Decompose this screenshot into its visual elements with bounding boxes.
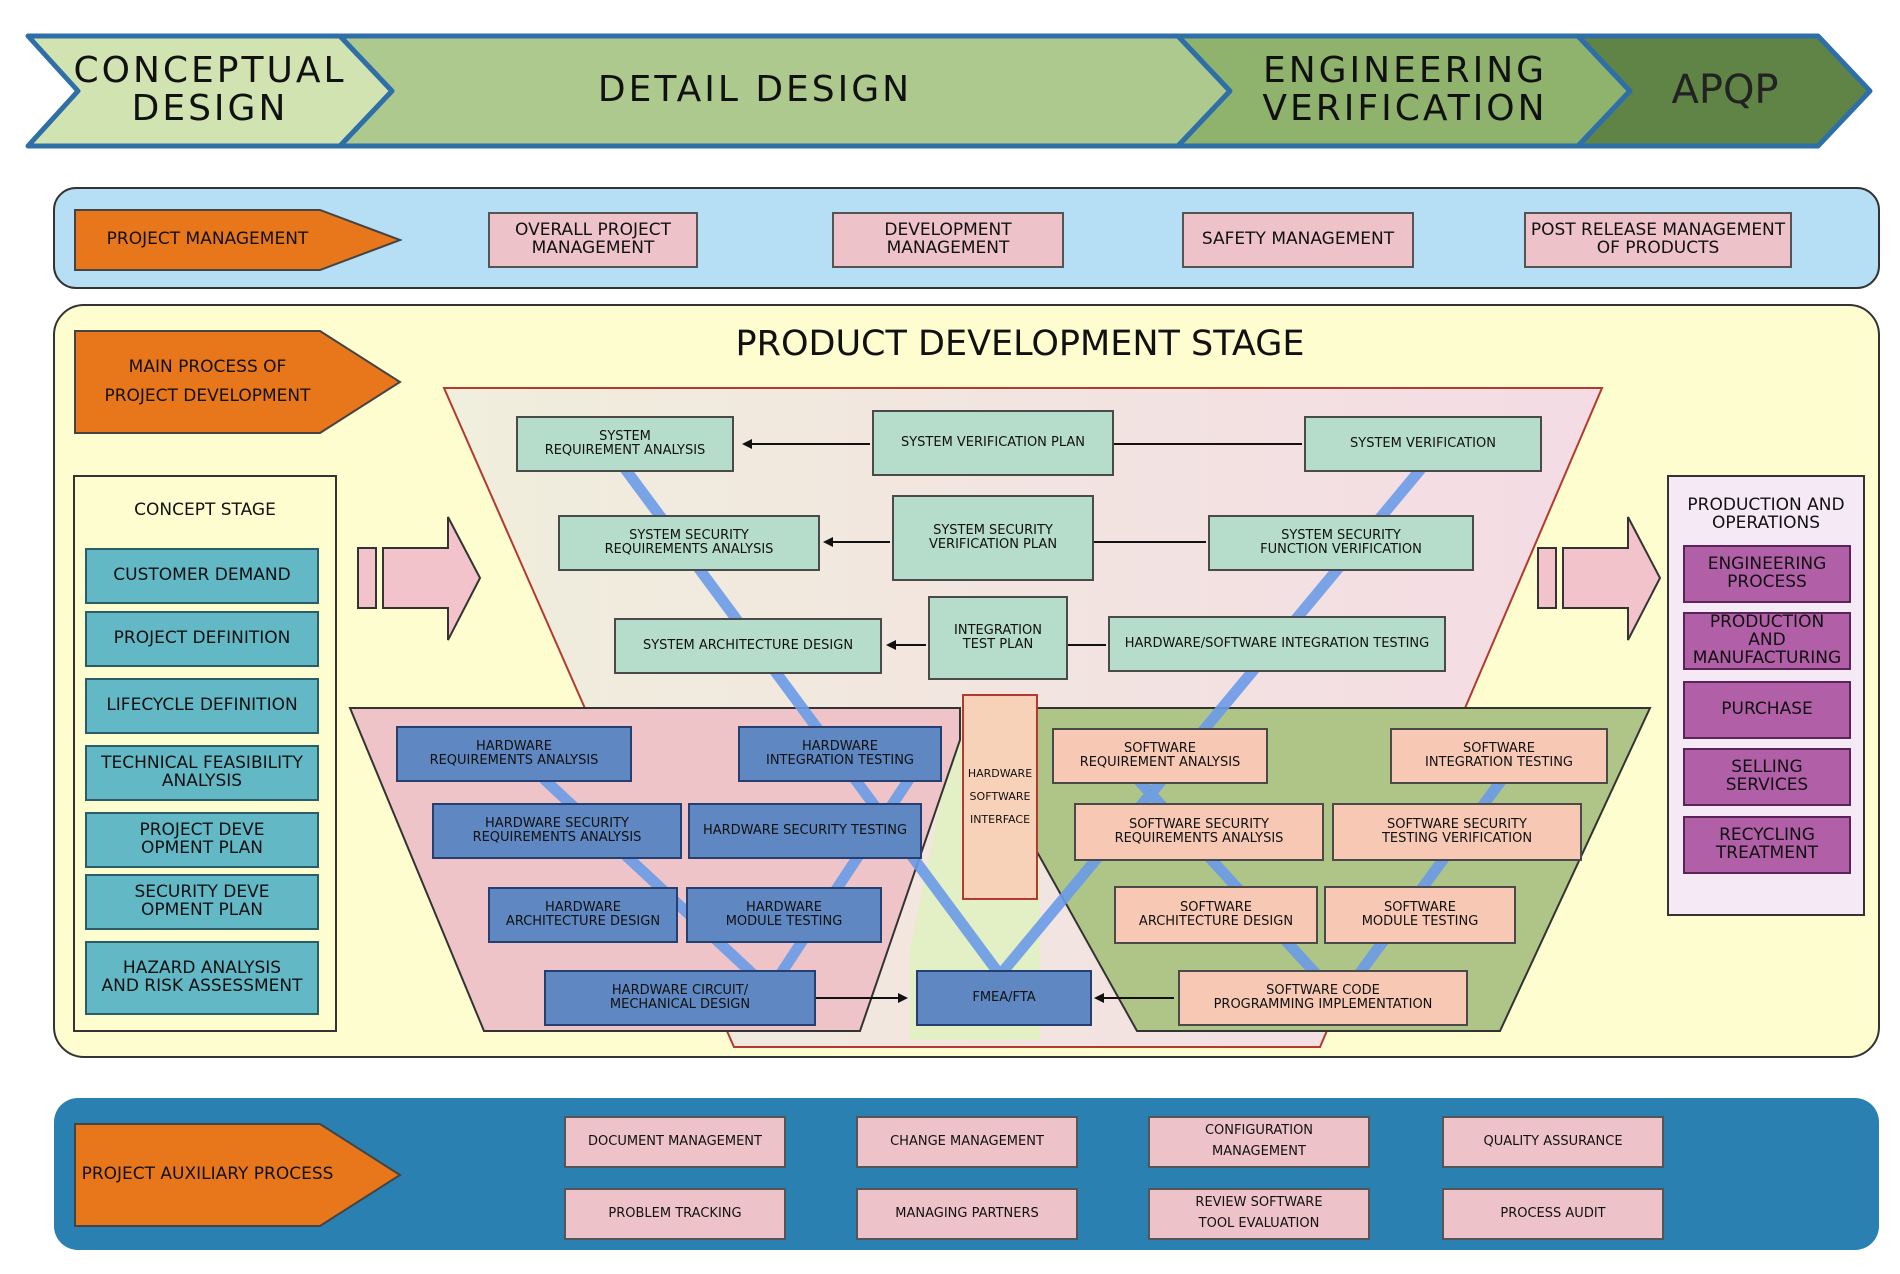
aux-problem-tracking[interactable]: PROBLEM TRACKING	[564, 1188, 786, 1240]
concept-technical-feasibility[interactable]: TECHNICAL FEASIBILITY ANALYSIS	[85, 745, 319, 801]
phase-label-engineering: ENGINEERING VERIFICATION	[1262, 50, 1548, 129]
project-management-label: PROJECT MANAGEMENT	[106, 229, 309, 250]
system-security-verification-plan[interactable]: SYSTEM SECURITY VERIFICATION PLAN	[892, 495, 1094, 581]
prod-production-manufacturing[interactable]: PRODUCTION AND MANUFACTURING	[1683, 612, 1851, 670]
concept-hazard-analysis[interactable]: HAZARD ANALYSIS AND RISK ASSESSMENT	[85, 941, 319, 1015]
concept-customer-demand[interactable]: CUSTOMER DEMAND	[85, 548, 319, 604]
concept-security-development-plan[interactable]: SECURITY DEVE OPMENT PLAN	[85, 874, 319, 930]
aux-change-management[interactable]: CHANGE MANAGEMENT	[856, 1116, 1078, 1168]
concept-lifecycle-definition[interactable]: LIFECYCLE DEFINITION	[85, 678, 319, 734]
system-verification-plan[interactable]: SYSTEM VERIFICATION PLAN	[872, 410, 1114, 476]
pm-development-management[interactable]: DEVELOPMENT MANAGEMENT	[832, 212, 1064, 268]
hardware-integration-testing[interactable]: HARDWARE INTEGRATION TESTING	[738, 726, 942, 782]
aux-review-software-tool-evaluation[interactable]: REVIEW SOFTWARE TOOL EVALUATION	[1148, 1188, 1370, 1240]
software-security-requirements-analysis[interactable]: SOFTWARE SECURITY REQUIREMENTS ANALYSIS	[1074, 803, 1324, 861]
product-development-title: PRODUCT DEVELOPMENT STAGE	[735, 323, 1305, 364]
flow-arrow-right	[1537, 516, 1662, 641]
aux-configuration-management[interactable]: CONFIGURATION MANAGEMENT	[1148, 1116, 1370, 1168]
prod-engineering-process[interactable]: ENGINEERING PROCESS	[1683, 545, 1851, 603]
hardware-circuit-mechanical-design[interactable]: HARDWARE CIRCUIT/ MECHANICAL DESIGN	[544, 970, 816, 1026]
pm-overall-project-management[interactable]: OVERALL PROJECT MANAGEMENT	[488, 212, 698, 268]
pm-post-release-management[interactable]: POST RELEASE MANAGEMENT OF PRODUCTS	[1524, 212, 1792, 268]
prod-selling-services[interactable]: SELLING SERVICES	[1683, 748, 1851, 806]
prod-recycling-treatment[interactable]: RECYCLING TREATMENT	[1683, 816, 1851, 874]
hardware-requirements-analysis[interactable]: HARDWARE REQUIREMENTS ANALYSIS	[396, 726, 632, 782]
concept-project-development-plan[interactable]: PROJECT DEVE OPMENT PLAN	[85, 812, 319, 868]
concept-project-definition[interactable]: PROJECT DEFINITION	[85, 611, 319, 667]
aux-managing-partners[interactable]: MANAGING PARTNERS	[856, 1188, 1078, 1240]
software-module-testing[interactable]: SOFTWARE MODULE TESTING	[1324, 886, 1516, 944]
phase-banner	[25, 33, 1873, 149]
pm-safety-management[interactable]: SAFETY MANAGEMENT	[1182, 212, 1414, 268]
software-security-testing-verification[interactable]: SOFTWARE SECURITY TESTING VERIFICATION	[1332, 803, 1582, 861]
phase-chevron-apqp	[1575, 33, 1873, 149]
aux-process-audit[interactable]: PROCESS AUDIT	[1442, 1188, 1664, 1240]
phase-label-conceptual: CONCEPTUAL DESIGN	[73, 50, 347, 129]
phase-label-detail: DETAIL DESIGN	[597, 69, 913, 111]
system-verification[interactable]: SYSTEM VERIFICATION	[1304, 416, 1542, 472]
hardware-software-integration-testing[interactable]: HARDWARE/SOFTWARE INTEGRATION TESTING	[1108, 616, 1446, 672]
fmea-fta[interactable]: FMEA/FTA	[916, 970, 1092, 1026]
production-title: PRODUCTION AND OPERATIONS	[1687, 495, 1845, 533]
hardware-software-interface[interactable]: HARDWARE SOFTWARE INTERFACE	[962, 694, 1038, 900]
auxiliary-band	[54, 1098, 1879, 1250]
concept-stage-title: CONCEPT STAGE	[134, 500, 276, 521]
system-security-requirements-analysis[interactable]: SYSTEM SECURITY REQUIREMENTS ANALYSIS	[558, 515, 820, 571]
software-integration-testing[interactable]: SOFTWARE INTEGRATION TESTING	[1390, 728, 1608, 784]
software-architecture-design[interactable]: SOFTWARE ARCHITECTURE DESIGN	[1114, 886, 1318, 944]
system-security-function-verification[interactable]: SYSTEM SECURITY FUNCTION VERIFICATION	[1208, 515, 1474, 571]
prod-purchase[interactable]: PURCHASE	[1683, 681, 1851, 739]
hardware-security-testing[interactable]: HARDWARE SECURITY TESTING	[688, 803, 922, 859]
system-requirement-analysis[interactable]: SYSTEM REQUIREMENT ANALYSIS	[516, 416, 734, 472]
integration-test-plan[interactable]: INTEGRATION TEST PLAN	[928, 596, 1068, 680]
flow-arrow-left	[357, 516, 482, 641]
hardware-security-requirements-analysis[interactable]: HARDWARE SECURITY REQUIREMENTS ANALYSIS	[432, 803, 682, 859]
hardware-level-trapezoid	[348, 707, 961, 1032]
aux-document-management[interactable]: DOCUMENT MANAGEMENT	[564, 1116, 786, 1168]
software-code-programming-implementation[interactable]: SOFTWARE CODE PROGRAMMING IMPLEMENTATION	[1178, 970, 1468, 1026]
auxiliary-arrow	[74, 1123, 402, 1227]
software-requirement-analysis[interactable]: SOFTWARE REQUIREMENT ANALYSIS	[1052, 728, 1268, 784]
connectors	[742, 439, 1302, 1003]
aux-quality-assurance[interactable]: QUALITY ASSURANCE	[1442, 1116, 1664, 1168]
system-architecture-design[interactable]: SYSTEM ARCHITECTURE DESIGN	[614, 618, 882, 674]
hardware-module-testing[interactable]: HARDWARE MODULE TESTING	[686, 887, 882, 943]
project-management-arrow	[74, 209, 403, 271]
main-process-label: MAIN PROCESS OF PROJECT DEVELOPMENT	[104, 357, 311, 406]
phase-label-apqp: APQP	[1671, 67, 1779, 113]
auxiliary-label: PROJECT AUXILIARY PROCESS	[81, 1164, 334, 1185]
main-process-arrow	[74, 330, 402, 434]
hardware-architecture-design[interactable]: HARDWARE ARCHITECTURE DESIGN	[488, 887, 678, 943]
